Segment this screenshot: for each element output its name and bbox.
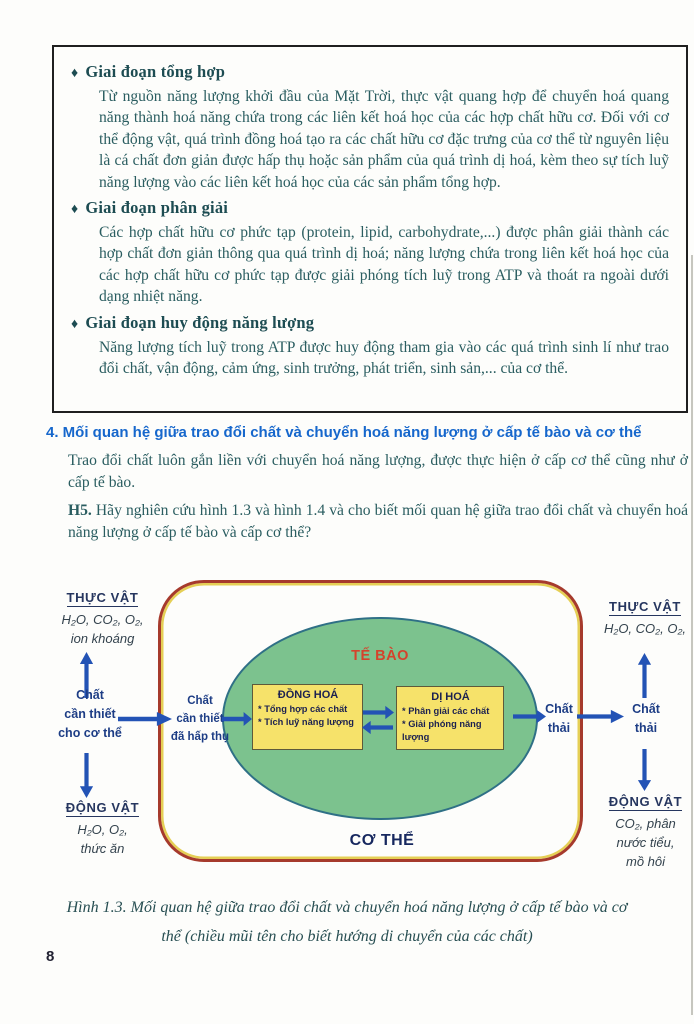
section-4-heading: 4. Mối quan hệ giữa trao đổi chất và chu… [46,424,642,441]
section-4-paragraph: Trao đổi chất luôn gắn liền với chuyển h… [68,452,688,491]
plants-output-block: THỰC VẬT H₂O, CO₂, O₂, [585,598,694,638]
question-h5-text: Hãy nghiên cứu hình 1.3 và hình 1.4 và c… [68,502,688,541]
animals-input-block: ĐỘNG VẬT H₂O, O₂, thức ăn [40,799,165,858]
organism-label: CƠ THỂ [349,832,415,849]
stage-section-decomposition: ♦ Giai đoạn phân giải Các hợp chất hữu cơ… [71,198,669,308]
waste-outer-label: Chất thải [632,702,660,735]
diamond-bullet-icon: ♦ [71,316,79,332]
stage-section-synthesis: ♦ Giai đoạn tổng hợp Từ nguồn năng lượng … [71,62,669,193]
down-arrow-icon [637,749,652,791]
stage-section-energy-mobilization: ♦ Giai đoạn huy động năng lượng Năng lượn… [71,313,669,380]
catabolism-items: * Phân giải các chất * Giải phóng năng l… [402,706,490,742]
animals-output-title: ĐỘNG VẬT [608,794,683,811]
up-arrow-icon [637,653,652,698]
stage-heading-text: Giai đoạn phân giải [85,198,229,218]
absorbed-substances-label: Chất cần thiết đã hấp thụ [170,695,230,743]
plants-output-substances: H₂O, CO₂, O₂, [603,621,687,636]
catabolism-title: DỊ HOÁ [431,691,470,703]
diamond-bullet-icon: ♦ [71,66,79,81]
down-arrow-icon [79,753,94,798]
stage-body-synthesis: Từ nguồn năng lượng khởi đầu của Mặt Trờ… [99,88,669,191]
stage-heading-decomposition: ♦ Giai đoạn phân giải [71,198,669,218]
diamond-bullet-icon: ♦ [71,202,79,218]
anabolism-items: * Tổng hợp các chất * Tích luỹ năng lượn… [258,704,354,727]
animals-input-substances: H₂O, O₂, thức ăn [77,822,128,856]
needed-substances-label: Chất cần thiết cho cơ thể [58,688,122,740]
stage-heading-text: Giai đoạn huy động năng lượng [85,312,315,332]
plants-input-substances: H₂O, CO₂, O₂, ion khoáng [61,612,144,646]
plants-output-title: THỰC VẬT [609,599,681,616]
anabolism-title: ĐỒNG HOÁ [277,689,339,701]
stage-heading-synthesis: ♦ Giai đoạn tổng hợp [71,62,669,82]
metabolism-stages-box: ♦ Giai đoạn tổng hợp Từ nguồn năng lượng … [52,45,688,413]
animals-output-block: ĐỘNG VẬT CO₂, phân nước tiểu, mồ hôi [588,793,694,871]
stage-heading-text: Giai đoạn tổng hợp [85,62,226,81]
plants-input-title: THỰC VẬT [66,590,139,607]
stage-body-energy-mobilization: Năng lượng tích luỹ trong ATP được huy đ… [99,338,669,378]
anabolism-box: ĐỒNG HOÁ * Tổng hợp các chất * Tích luỹ … [252,684,363,750]
question-h5: H5. Hãy nghiên cứu hình 1.3 và hình 1.4 … [68,500,688,544]
question-h5-label: H5. [68,502,92,519]
figure-caption: Hình 1.3. Mối quan hệ giữa trao đổi chất… [66,899,628,945]
catabolism-box: DỊ HOÁ * Phân giải các chất * Giải phóng… [396,686,504,750]
cell-label: TẾ BÀO [351,648,409,664]
waste-inner-label: Chất thải [545,702,573,735]
plants-input-block: THỰC VẬT H₂O, CO₂, O₂, ion khoáng [40,589,165,648]
animals-output-substances: CO₂, phân nước tiểu, mồ hôi [615,816,676,869]
animals-input-title: ĐỘNG VẬT [65,800,140,817]
page-number: 8 [46,948,55,965]
stage-body-decomposition: Các hợp chất hữu cơ phức tạp (protein, l… [99,224,669,306]
stage-heading-energy-mobilization: ♦ Giai đoạn huy động năng lượng [71,313,669,333]
page-edge-line [691,255,693,1015]
